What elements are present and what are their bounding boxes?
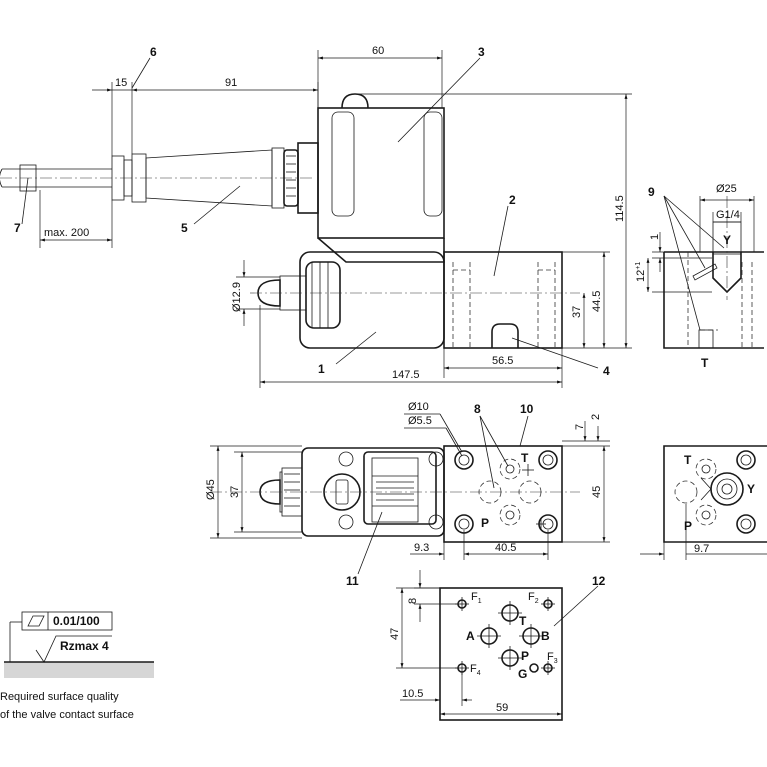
dim-47: 47	[389, 628, 401, 640]
callout-10: 10	[520, 402, 534, 416]
callout-8: 8	[474, 402, 481, 416]
dim-60: 60	[372, 45, 384, 57]
label-f2-letter: F	[528, 591, 535, 603]
callout-7: 7	[14, 221, 21, 235]
callout-5: 5	[181, 221, 188, 235]
dim-8: 8	[407, 598, 419, 604]
dim-10-5: 10.5	[402, 688, 423, 700]
dim-44-5: 44.5	[591, 291, 603, 312]
dim-147-5: 147.5	[392, 369, 420, 381]
dim-37-top: 37	[229, 486, 241, 498]
callout-2: 2	[509, 193, 516, 207]
callout-9: 9	[648, 185, 655, 199]
dim-91: 91	[225, 77, 237, 89]
top-view	[210, 413, 610, 575]
label-f1: F1	[471, 591, 482, 605]
callout-4: 4	[603, 364, 610, 378]
label-f3: F3	[547, 651, 558, 665]
port-p-top: P	[481, 516, 489, 530]
port-y-end: Y	[747, 482, 755, 496]
roughness-value: Rzmax 4	[60, 639, 109, 653]
dim-37-side: 37	[571, 306, 583, 318]
flatness-value: 0.01/100	[53, 614, 100, 628]
dims-side	[39, 50, 632, 388]
port-g: G	[518, 667, 527, 681]
dim-9-3: 9.3	[414, 542, 429, 554]
thread-g14: G1/4	[716, 209, 740, 221]
surface-symbol	[4, 611, 154, 678]
label-f1-letter: F	[471, 591, 478, 603]
dim-114-5: 114.5	[614, 195, 626, 222]
dim-dia-5-5: Ø5.5	[408, 415, 432, 427]
labels: 6 3 2 5 7 1 4 9 8 10 11 12 60 15 91 max.…	[0, 45, 755, 721]
dim-59: 59	[496, 702, 508, 714]
dim-dia-25: Ø25	[716, 183, 737, 195]
detail-9	[646, 195, 764, 349]
port-t-end: T	[684, 453, 692, 467]
dim-45: 45	[591, 486, 603, 498]
callout-6: 6	[150, 45, 157, 59]
label-f2-sub: 2	[535, 598, 539, 605]
dim-dia-10: Ø10	[408, 401, 429, 413]
port-b: B	[541, 629, 550, 643]
dim-56-5: 56.5	[492, 355, 513, 367]
label-f1-sub: 1	[478, 598, 482, 605]
side-view	[0, 50, 632, 388]
cable	[0, 164, 315, 192]
port-y-detail: Y	[723, 233, 731, 247]
solenoid-tube	[250, 251, 580, 349]
port-p-end: P	[684, 519, 692, 533]
plug-connector	[111, 142, 319, 214]
port-p-mount: P	[521, 649, 529, 663]
dim-9-7: 9.7	[694, 543, 709, 555]
label-f4-letter: F	[470, 663, 477, 675]
label-f2: F2	[528, 591, 539, 605]
solenoid-coil	[317, 93, 445, 263]
callout-3: 3	[478, 45, 485, 59]
dim-max-200: max. 200	[44, 227, 89, 239]
dim-12-tolerance: +1	[635, 262, 642, 270]
surface-note-line-1: Required surface quality	[0, 691, 119, 703]
port-t-top: T	[521, 451, 529, 465]
port-t-mount: T	[519, 614, 527, 628]
label-f3-sub: 3	[554, 658, 558, 665]
callout-1: 1	[318, 362, 325, 376]
callout-11: 11	[346, 574, 359, 588]
valve-body	[443, 251, 563, 349]
dim-12-value: 12	[635, 270, 647, 282]
label-f4: F4	[470, 663, 481, 677]
port-t-detail: T	[701, 356, 709, 370]
end-view	[640, 445, 767, 560]
dim-1: 1	[649, 234, 661, 240]
label-f4-sub: 4	[477, 670, 481, 677]
dim-2: 2	[590, 414, 602, 420]
leaders-side	[21, 57, 599, 369]
surface-note-line-2: of the valve contact surface	[0, 709, 134, 721]
callout-12: 12	[592, 574, 606, 588]
dim-40-5: 40.5	[495, 542, 516, 554]
mounting-pattern	[396, 570, 599, 721]
port-a: A	[466, 629, 475, 643]
dim-12: 12+1	[635, 262, 647, 282]
label-f3-letter: F	[547, 651, 554, 663]
dim-7: 7	[574, 424, 586, 430]
dim-15: 15	[115, 77, 127, 89]
dim-dia-12-9: Ø12.9	[231, 282, 243, 312]
dim-dia-45: Ø45	[205, 479, 217, 500]
